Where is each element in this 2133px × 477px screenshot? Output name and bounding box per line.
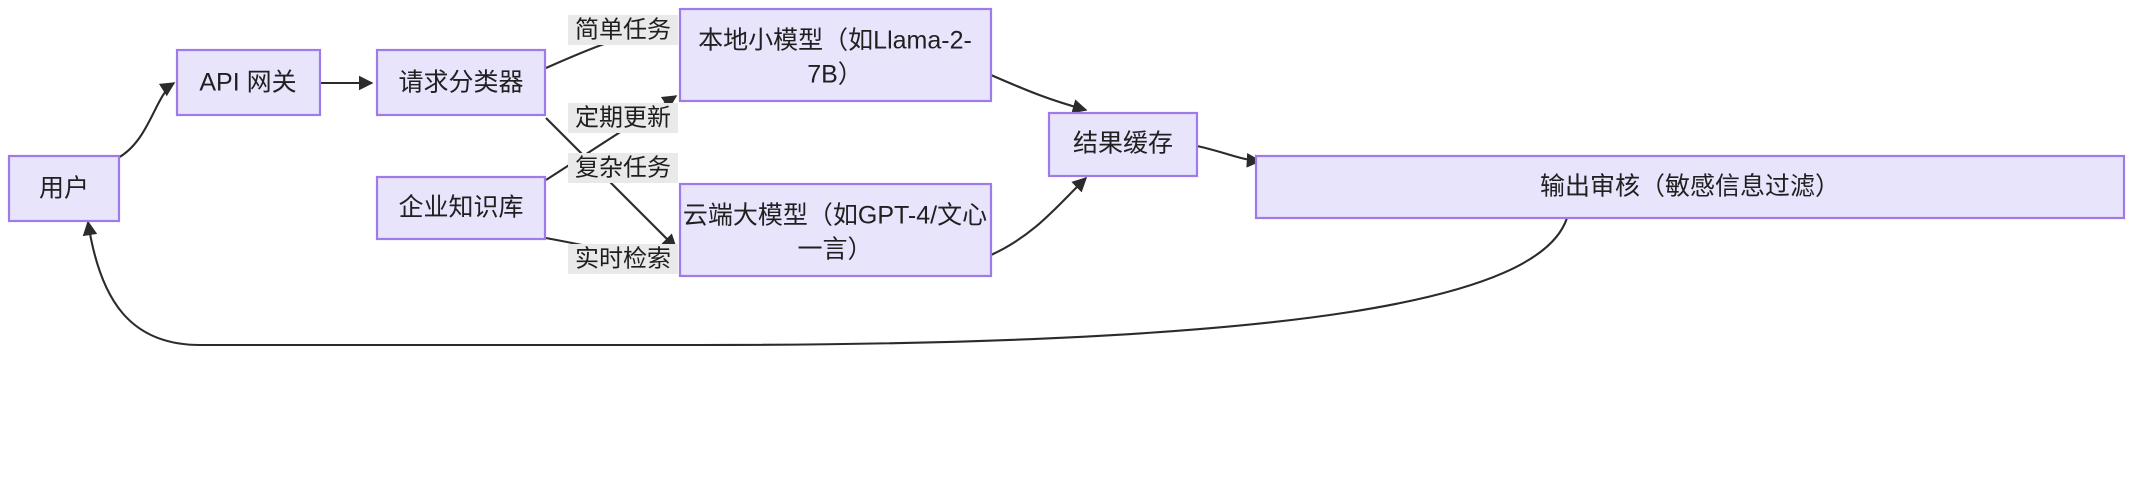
node-cloud-model-label-line2: 一言） xyxy=(797,236,872,264)
node-classifier-rect[interactable] xyxy=(375,48,547,117)
node-local-model-label-line1: 本地小模型（如Llama-2- xyxy=(698,27,972,55)
node-result-cache-label: 结果缓存 xyxy=(1073,130,1173,158)
edge-local-to-cache xyxy=(990,74,1088,114)
edge-label-realtime-retrieval-bg xyxy=(568,244,678,274)
node-gateway-label: API 网关 xyxy=(199,69,296,97)
node-classifier-label: 请求分类器 xyxy=(398,69,523,97)
edge-label-periodic-update-text: 定期更新 xyxy=(575,104,671,131)
node-result-cache-rect[interactable] xyxy=(1047,111,1199,178)
node-cloud-model[interactable]: 云端大模型（如GPT-4/文心 一言） xyxy=(678,182,993,278)
node-output-audit-rect[interactable] xyxy=(1254,154,2126,220)
node-knowledge-base[interactable]: 企业知识库 xyxy=(375,175,547,241)
edge-audit-to-user xyxy=(82,217,1568,347)
node-cloud-model-rect[interactable] xyxy=(678,182,993,278)
node-user[interactable]: 用户 xyxy=(7,154,121,223)
edge-label-periodic-update: 定期更新 xyxy=(568,103,678,133)
edge-label-complex-task-text: 复杂任务 xyxy=(575,154,671,181)
node-output-audit[interactable]: 输出审核（敏感信息过滤） xyxy=(1254,154,2126,220)
node-gateway-rect[interactable] xyxy=(175,48,322,117)
node-user-label: 用户 xyxy=(39,175,89,203)
node-local-model-label-line2: 7B） xyxy=(807,61,863,89)
edge-label-complex-task-bg xyxy=(568,153,678,183)
node-user-rect[interactable] xyxy=(7,154,121,223)
nodes-layer: 用户 API 网关 请求分类器 企业知识库 本地小模型（如Llama-2- xyxy=(7,7,2126,278)
edge-label-realtime-retrieval: 实时检索 xyxy=(568,244,678,274)
edge-label-complex-task: 复杂任务 xyxy=(568,153,678,183)
edge-cloud-to-cache xyxy=(990,176,1088,256)
edge-label-periodic-update-bg xyxy=(568,103,678,133)
node-knowledge-base-label: 企业知识库 xyxy=(398,194,523,222)
edge-label-simple-task: 简单任务 xyxy=(568,15,678,45)
node-classifier[interactable]: 请求分类器 xyxy=(375,48,547,117)
node-gateway[interactable]: API 网关 xyxy=(175,48,322,117)
edge-label-realtime-retrieval-text: 实时检索 xyxy=(575,245,671,272)
node-knowledge-base-rect[interactable] xyxy=(375,175,547,241)
node-result-cache[interactable]: 结果缓存 xyxy=(1047,111,1199,178)
edge-cache-to-audit xyxy=(1196,144,1262,168)
edge-user-to-gateway xyxy=(117,82,176,159)
edge-label-simple-task-bg xyxy=(568,15,678,45)
node-local-model[interactable]: 本地小模型（如Llama-2- 7B） xyxy=(678,7,993,103)
edge-label-simple-task-text: 简单任务 xyxy=(575,16,671,43)
node-output-audit-label: 输出审核（敏感信息过滤） xyxy=(1540,173,1840,201)
node-local-model-rect[interactable] xyxy=(678,7,993,103)
edge-labels-layer: 简单任务 定期更新 复杂任务 实时检索 xyxy=(568,15,678,274)
node-cloud-model-label-line1: 云端大模型（如GPT-4/文心 xyxy=(683,202,987,230)
